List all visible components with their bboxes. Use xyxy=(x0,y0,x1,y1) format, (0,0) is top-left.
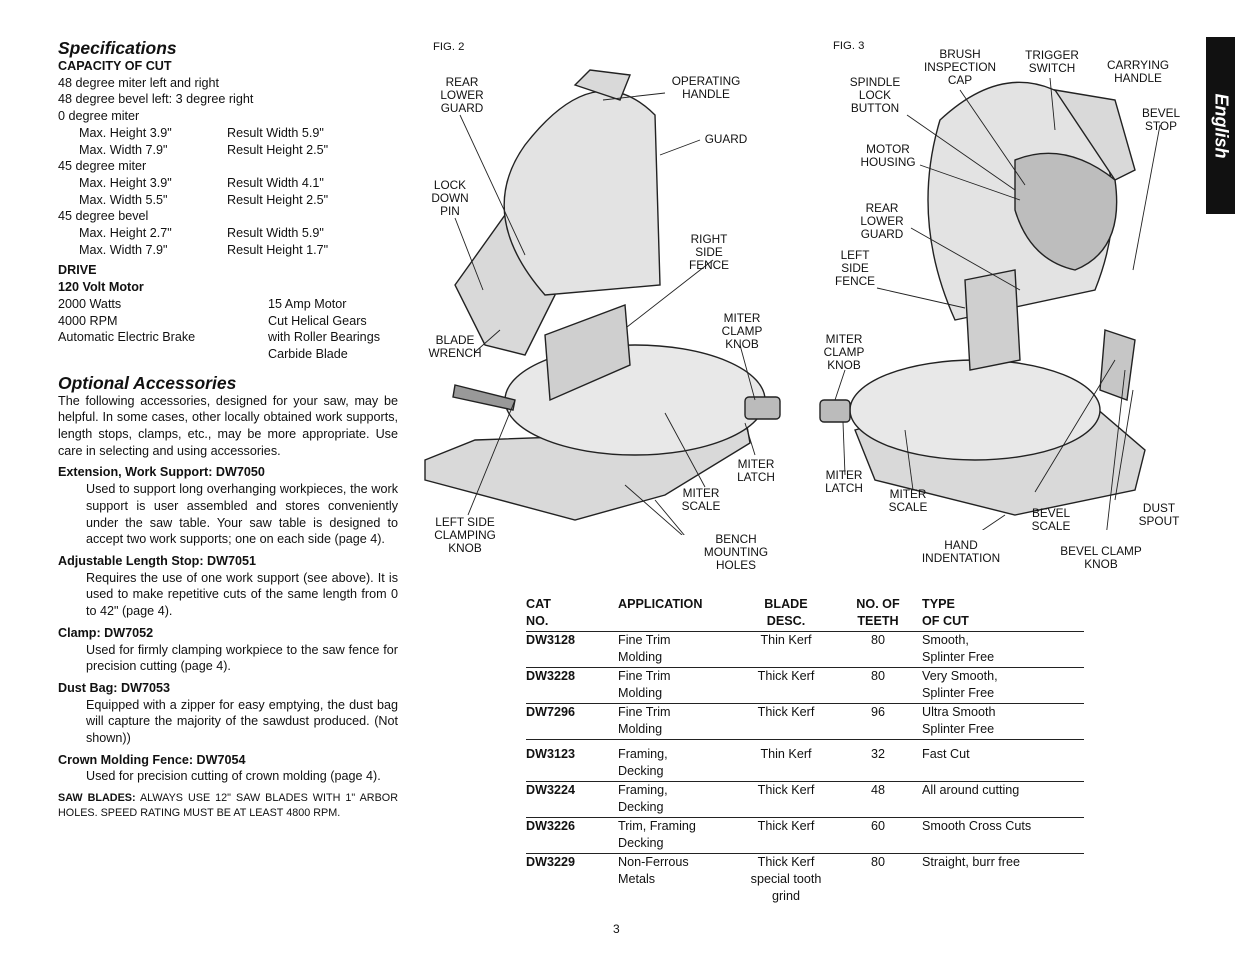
spec-row: Max. Width 5.5"Result Height 2.5" xyxy=(79,192,329,207)
fig2-saw-illustration xyxy=(424,69,781,535)
accessory-text: Used to support long overhanging workpie… xyxy=(86,482,398,547)
fig3-label-bevel-stop: BEVEL STOP xyxy=(1141,106,1181,133)
fig2-label-left-side-clamping-knob: LEFT SIDE CLAMPING KNOB xyxy=(434,515,496,555)
spec-line: 48 degree bevel left: 3 degree right xyxy=(58,92,254,107)
fig3-motor-housing xyxy=(1014,152,1118,271)
fig3-miter-knob xyxy=(819,399,851,423)
accessory-heading: Adjustable Length Stop: DW7051 xyxy=(58,553,257,568)
spec-row: Max. Width 7.9"Result Height 1.7" xyxy=(79,242,329,257)
spec-line: 48 degree miter left and right xyxy=(58,75,220,90)
accessory-heading: Clamp: DW7052 xyxy=(58,625,154,640)
header-blade-desc: BLADE DESC. xyxy=(764,597,808,628)
language-tab-label: English xyxy=(1211,92,1231,159)
specifications-title: Specifications xyxy=(58,38,177,58)
fig3-label-bevel-scale: BEVEL SCALE xyxy=(1031,506,1071,533)
fig3-label-miter-scale: MITER SCALE xyxy=(888,487,928,514)
fig3-label-carrying-handle: CARRYING HANDLE xyxy=(1106,58,1170,85)
fig3-label-brush-inspection-cap: BRUSH INSPECTION CAP xyxy=(923,47,997,87)
spec-row: Max. Height 3.9"Result Width 5.9" xyxy=(79,125,324,140)
drive-row: Carbide Blade xyxy=(268,346,348,361)
fig2-guard xyxy=(503,90,661,296)
fig2-label-operating-handle: OPERATING HANDLE xyxy=(671,74,741,101)
header-type-of-cut: TYPE OF CUT xyxy=(922,597,969,628)
fig2-label-rear-lower-guard: REAR LOWER GUARD xyxy=(440,75,484,115)
fig2-label-miter-clamp-knob: MITER CLAMP KNOB xyxy=(721,311,763,351)
accessories-title: Optional Accessories xyxy=(58,372,237,393)
motor-heading: 120 Volt Motor xyxy=(58,280,144,295)
fig2-handle xyxy=(573,69,631,101)
fig2-turntable xyxy=(504,344,766,456)
fig2-label-blade-wrench: BLADE WRENCH xyxy=(428,333,482,360)
drive-heading: DRIVE xyxy=(58,263,97,278)
fig3-label-miter-clamp-knob: MITER CLAMP KNOB xyxy=(823,332,865,372)
fig3-label-hand-indentation: HAND INDENTATION xyxy=(921,538,1001,565)
accessory-text: Used for precision cutting of crown mold… xyxy=(86,769,381,784)
fig2-label-miter-latch: MITER LATCH xyxy=(737,457,775,484)
page-number: 3 xyxy=(613,922,620,936)
fig2-wrench xyxy=(452,384,516,411)
spec-row: Max. Height 3.9"Result Width 4.1" xyxy=(79,175,324,190)
accessory-heading: Dust Bag: DW7053 xyxy=(58,680,170,695)
fig3-number: FIG. 3 xyxy=(833,40,865,52)
accessory-heading: Crown Molding Fence: DW7054 xyxy=(58,752,246,767)
spec-row: Max. Height 2.7"Result Width 5.9" xyxy=(79,226,324,241)
fig3-label-spindle-lock-button: SPINDLE LOCK BUTTON xyxy=(849,75,901,115)
accessories-intro: The following accessories, designed for … xyxy=(58,393,398,458)
fig2-label-bench-mounting-holes: BENCH MOUNTING HOLES xyxy=(703,532,769,572)
fig3-fence xyxy=(964,269,1021,371)
header-teeth: NO. OF TEETH xyxy=(856,597,900,628)
fig3-bevel-clamp xyxy=(1099,329,1136,401)
fig2-label-lock-down-pin: LOCK DOWN PIN xyxy=(431,178,469,218)
left-column: Specifications CAPACITY OF CUT 48 degree… xyxy=(58,38,398,821)
saw-blade-warning: SAW BLADES: ALWAYS USE 12" SAW BLADES WI… xyxy=(58,792,398,820)
fig3-leader-lines xyxy=(834,77,1161,530)
fig3-label-bevel-clamp-knob: BEVEL CLAMP KNOB xyxy=(1060,544,1142,571)
fig2-label-right-side-fence: RIGHT SIDE FENCE xyxy=(689,232,729,272)
fig3-carrying-handle xyxy=(1053,89,1136,181)
accessory-text: Used for firmly clamping workpiece to th… xyxy=(86,642,398,674)
fig2-fence xyxy=(544,304,631,402)
fig2-leader-lines xyxy=(454,92,756,535)
fig2-miter-knob xyxy=(744,396,781,420)
blade-table: CAT NO. APPLICATION BLADE DESC. NO. OF T… xyxy=(526,596,1084,906)
header-application: APPLICATION xyxy=(618,597,703,611)
spec-group-label: 45 degree miter xyxy=(58,159,147,174)
spec-group-label: 0 degree miter xyxy=(58,109,140,124)
fig3-label-miter-latch: MITER LATCH xyxy=(825,468,863,495)
fig3-turntable xyxy=(849,359,1101,461)
fig3-saw-illustration xyxy=(819,77,1161,530)
accessory-heading: Extension, Work Support: DW7050 xyxy=(58,465,265,480)
fig3-label-motor-housing: MOTOR HOUSING xyxy=(860,142,916,169)
fig3-label-rear-lower-guard: REAR LOWER GUARD xyxy=(860,201,904,241)
capacity-heading: CAPACITY OF CUT xyxy=(58,59,172,73)
fig3-label-left-side-fence: LEFT SIDE FENCE xyxy=(835,248,875,288)
language-tab: English xyxy=(1206,37,1235,214)
fig2-label-guard: GUARD xyxy=(704,132,748,146)
accessory-text: Equipped with a zipper for easy emptying… xyxy=(86,697,398,746)
fig2-number: FIG. 2 xyxy=(433,41,465,53)
spec-row: Max. Width 7.9"Result Height 2.5" xyxy=(79,142,329,157)
fig3-label-trigger-switch: TRIGGER SWITCH xyxy=(1025,48,1079,75)
accessory-text: Requires the use of one work support (se… xyxy=(86,570,398,619)
fig2-label-miter-scale: MITER SCALE xyxy=(681,486,721,513)
header-cat-no: CAT NO. xyxy=(526,597,551,628)
table-header-row: CAT NO. APPLICATION BLADE DESC. NO. OF T… xyxy=(526,596,1084,632)
spec-group-label: 45 degree bevel xyxy=(58,209,149,224)
fig3-label-dust-spout: DUST SPOUT xyxy=(1138,501,1180,528)
